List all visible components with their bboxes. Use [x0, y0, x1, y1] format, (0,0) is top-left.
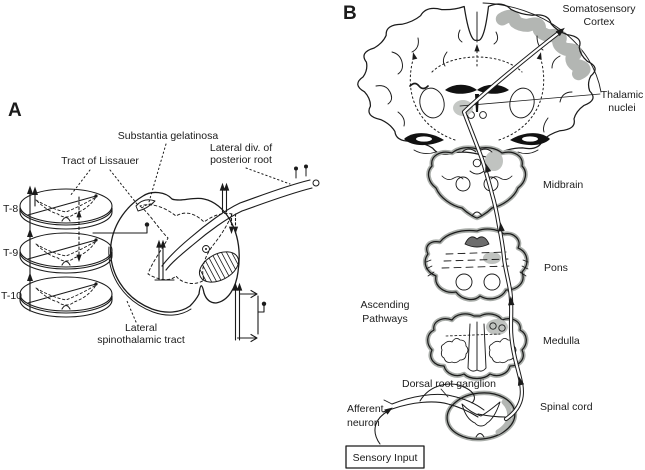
pons-section	[423, 226, 530, 302]
panel-b-letter: B	[343, 3, 357, 24]
afferent-neuron-drawing	[382, 383, 506, 418]
large-cross-section	[108, 164, 320, 316]
label-afferent-1: Afferent	[347, 403, 384, 415]
substantia-gelatinosa-region	[135, 199, 156, 212]
root-entry-arrows	[219, 182, 239, 234]
fiber-in-cord	[477, 413, 506, 418]
substantia-gelatinosa-inner	[141, 203, 154, 209]
label-medulla: Medulla	[543, 335, 580, 347]
stack-ascending-arrows	[27, 185, 38, 312]
label-afferent-2: neuron	[347, 417, 380, 429]
label-thalamic-1: Thalamic	[601, 89, 644, 101]
sensory-input-group	[345, 407, 425, 469]
brain-sulci	[375, 11, 573, 133]
thalamic-nuclei-pointer	[459, 93, 601, 107]
stack-dashed-tract	[76, 196, 82, 262]
spinal-cord-section	[444, 390, 518, 442]
label-spinal-cord: Spinal cord	[540, 401, 593, 413]
brain-outline	[357, 3, 596, 158]
red-nucleus-left	[455, 176, 471, 192]
ascending-pathway	[461, 27, 565, 422]
leader-lateral-div	[245, 167, 291, 185]
label-pons: Pons	[544, 262, 568, 274]
spinal-gray-matter	[461, 401, 501, 427]
label-tract-of-lissauer: Tract of Lissauer	[61, 155, 139, 167]
label-lateral-div-2: posterior root	[210, 154, 272, 166]
leader-tract-left	[69, 169, 91, 197]
leader-spinothalamic	[126, 300, 137, 323]
label-t9: T-9	[3, 247, 18, 259]
panel-a	[19, 143, 320, 343]
midbrain-outline	[427, 147, 527, 219]
label-ascending-1: Ascending	[360, 299, 409, 311]
leader-tract-right	[109, 169, 138, 205]
dorsal-root-fiber	[161, 164, 320, 271]
thalamic-nuclei-region	[453, 100, 473, 116]
section-outline	[110, 191, 240, 313]
lateral-spinothalamic-region	[196, 245, 242, 289]
basal-ganglia-left	[419, 87, 445, 119]
circuit-diagram	[232, 282, 267, 343]
spinal-segment-stack	[19, 185, 150, 318]
label-somatosensory-2: Cortex	[584, 16, 616, 28]
spinal-segment-t9	[19, 232, 113, 274]
pons-outline	[424, 228, 528, 301]
lateral-ventricles	[445, 84, 509, 94]
coronal-brain	[357, 2, 602, 158]
sensory-input-arrow	[374, 410, 389, 445]
label-thalamic-2: nuclei	[608, 102, 635, 114]
inferior-olive-right	[488, 337, 517, 364]
inferior-olive-left	[440, 337, 469, 364]
label-sensory-input: Sensory Input	[353, 452, 418, 464]
label-ascending-2: Pathways	[362, 313, 408, 325]
labels: A Substantia gelatinosa Tract of Lissaue…	[1, 3, 643, 464]
somatosensory-cortex-shading	[495, 9, 591, 81]
label-dorsal-root-ganglion: Dorsal root ganglion	[402, 378, 496, 390]
spinothalamic-arrows	[154, 239, 175, 281]
cerebral-aqueduct	[472, 158, 482, 168]
drg-leader	[440, 388, 449, 398]
stack-synapse-branch	[92, 222, 150, 234]
panel-b	[345, 2, 602, 469]
leader-substantia	[148, 143, 167, 203]
sensory-input-box	[345, 445, 425, 469]
label-t10: T-10	[1, 290, 22, 302]
label-somatosensory-1: Somatosensory	[563, 3, 637, 15]
medulla-section	[425, 311, 529, 381]
fourth-ventricle	[464, 236, 490, 248]
spinal-segment-t10	[19, 276, 113, 318]
section-rim	[108, 246, 192, 316]
spinal-segment-t8	[19, 188, 113, 230]
midbrain-section	[426, 145, 528, 221]
label-spinothalamic-2: spinothalamic tract	[97, 334, 185, 346]
gray-matter-butterfly	[139, 204, 233, 284]
dorsal-root-ganglion-loop	[419, 383, 475, 404]
label-substantia-gelatinosa: Substantia gelatinosa	[118, 130, 219, 142]
panel-a-leaders	[69, 143, 291, 323]
basal-ganglia-right	[509, 87, 535, 119]
label-spinothalamic-1: Lateral	[125, 322, 157, 334]
pyramids	[467, 321, 487, 372]
label-midbrain: Midbrain	[543, 179, 583, 191]
panel-a-letter: A	[8, 100, 22, 121]
pathway-tube-inner	[462, 29, 563, 421]
label-lateral-div-1: Lateral div. of	[210, 142, 272, 154]
central-canal	[202, 245, 210, 253]
label-t8: T-8	[3, 203, 18, 215]
